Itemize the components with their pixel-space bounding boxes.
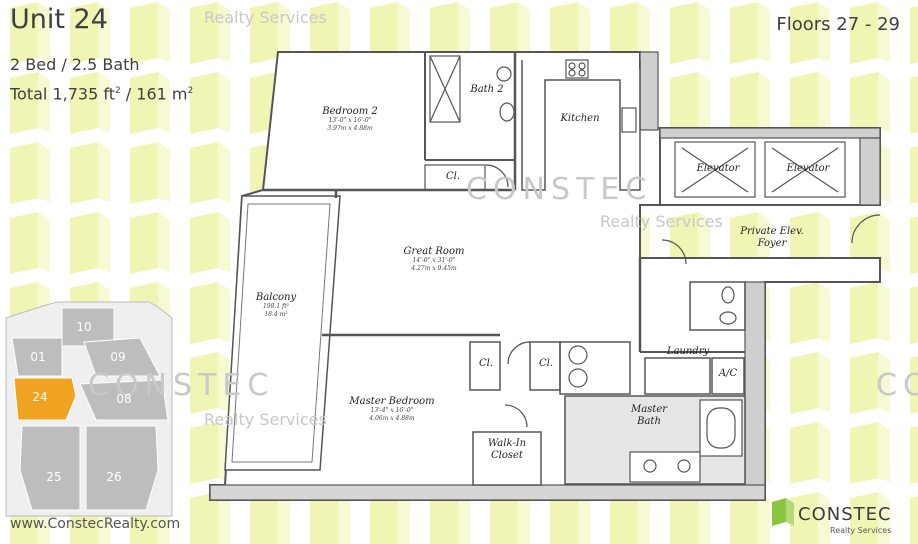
unit-specs: 2 Bed / 2.5 Bath Total 1,735 ft2 / 161 m…	[10, 52, 193, 107]
room-ac: A/C	[718, 368, 738, 379]
beds-baths: 2 Bed / 2.5 Bath	[10, 55, 140, 74]
watermark-sub: Realty Services	[204, 8, 327, 27]
key-unit-09: 09	[110, 350, 126, 364]
floors-label: Floors 27 - 29	[776, 14, 900, 35]
room-great-room: Great Room 14'-0" x 31'-0" 4.27m x 9.45m	[403, 246, 465, 272]
website-link[interactable]: www.ConstecRealty.com	[10, 516, 181, 532]
key-unit-10: 10	[76, 320, 92, 334]
key-plan	[5, 301, 173, 517]
watermark-sub: Realty Services	[600, 212, 723, 231]
logo-name: CONSTEC	[798, 504, 892, 525]
room-elevator-left: Elevator	[696, 163, 740, 174]
room-laundry: Laundry	[666, 346, 710, 357]
room-bedroom-2: Bedroom 2 13'-0" x 16'-0" 3.97m x 4.88m	[322, 106, 378, 132]
watermark-brand: CONSTEC	[876, 368, 918, 403]
unit-title: Unit 24	[10, 4, 108, 35]
room-master-bedroom: Master Bedroom 13'-4" x 16'-0" 4.06m x 4…	[349, 396, 435, 422]
key-unit-25: 25	[46, 470, 62, 484]
watermark-sub: Realty Services	[204, 410, 327, 429]
watermark-brand: CONSTEC	[88, 368, 275, 403]
key-unit-01: 01	[30, 350, 46, 364]
logo-tagline: Realty Services	[830, 526, 892, 535]
key-unit-08: 08	[116, 392, 132, 406]
room-master-bath: Master Bath	[630, 404, 668, 427]
room-foyer: Private Elev. Foyer	[740, 226, 804, 249]
logo-mark	[772, 498, 794, 526]
key-unit-24: 24	[32, 390, 48, 404]
room-kitchen: Kitchen	[560, 113, 600, 124]
room-balcony: Balcony 198.1 ft² 18.4 m²	[255, 292, 297, 318]
watermark-brand: CONSTEC	[466, 172, 653, 207]
room-closet-left: Cl.	[478, 358, 494, 369]
room-bath-2: Bath 2	[470, 84, 504, 95]
room-closet-right: Cl.	[538, 358, 554, 369]
room-elevator-right: Elevator	[786, 163, 830, 174]
room-closet: Cl.	[445, 171, 461, 182]
total-area: Total 1,735 ft2 / 161 m2	[10, 84, 194, 104]
room-walk-in-closet: Walk-In Closet	[487, 438, 527, 461]
key-unit-26: 26	[106, 470, 122, 484]
